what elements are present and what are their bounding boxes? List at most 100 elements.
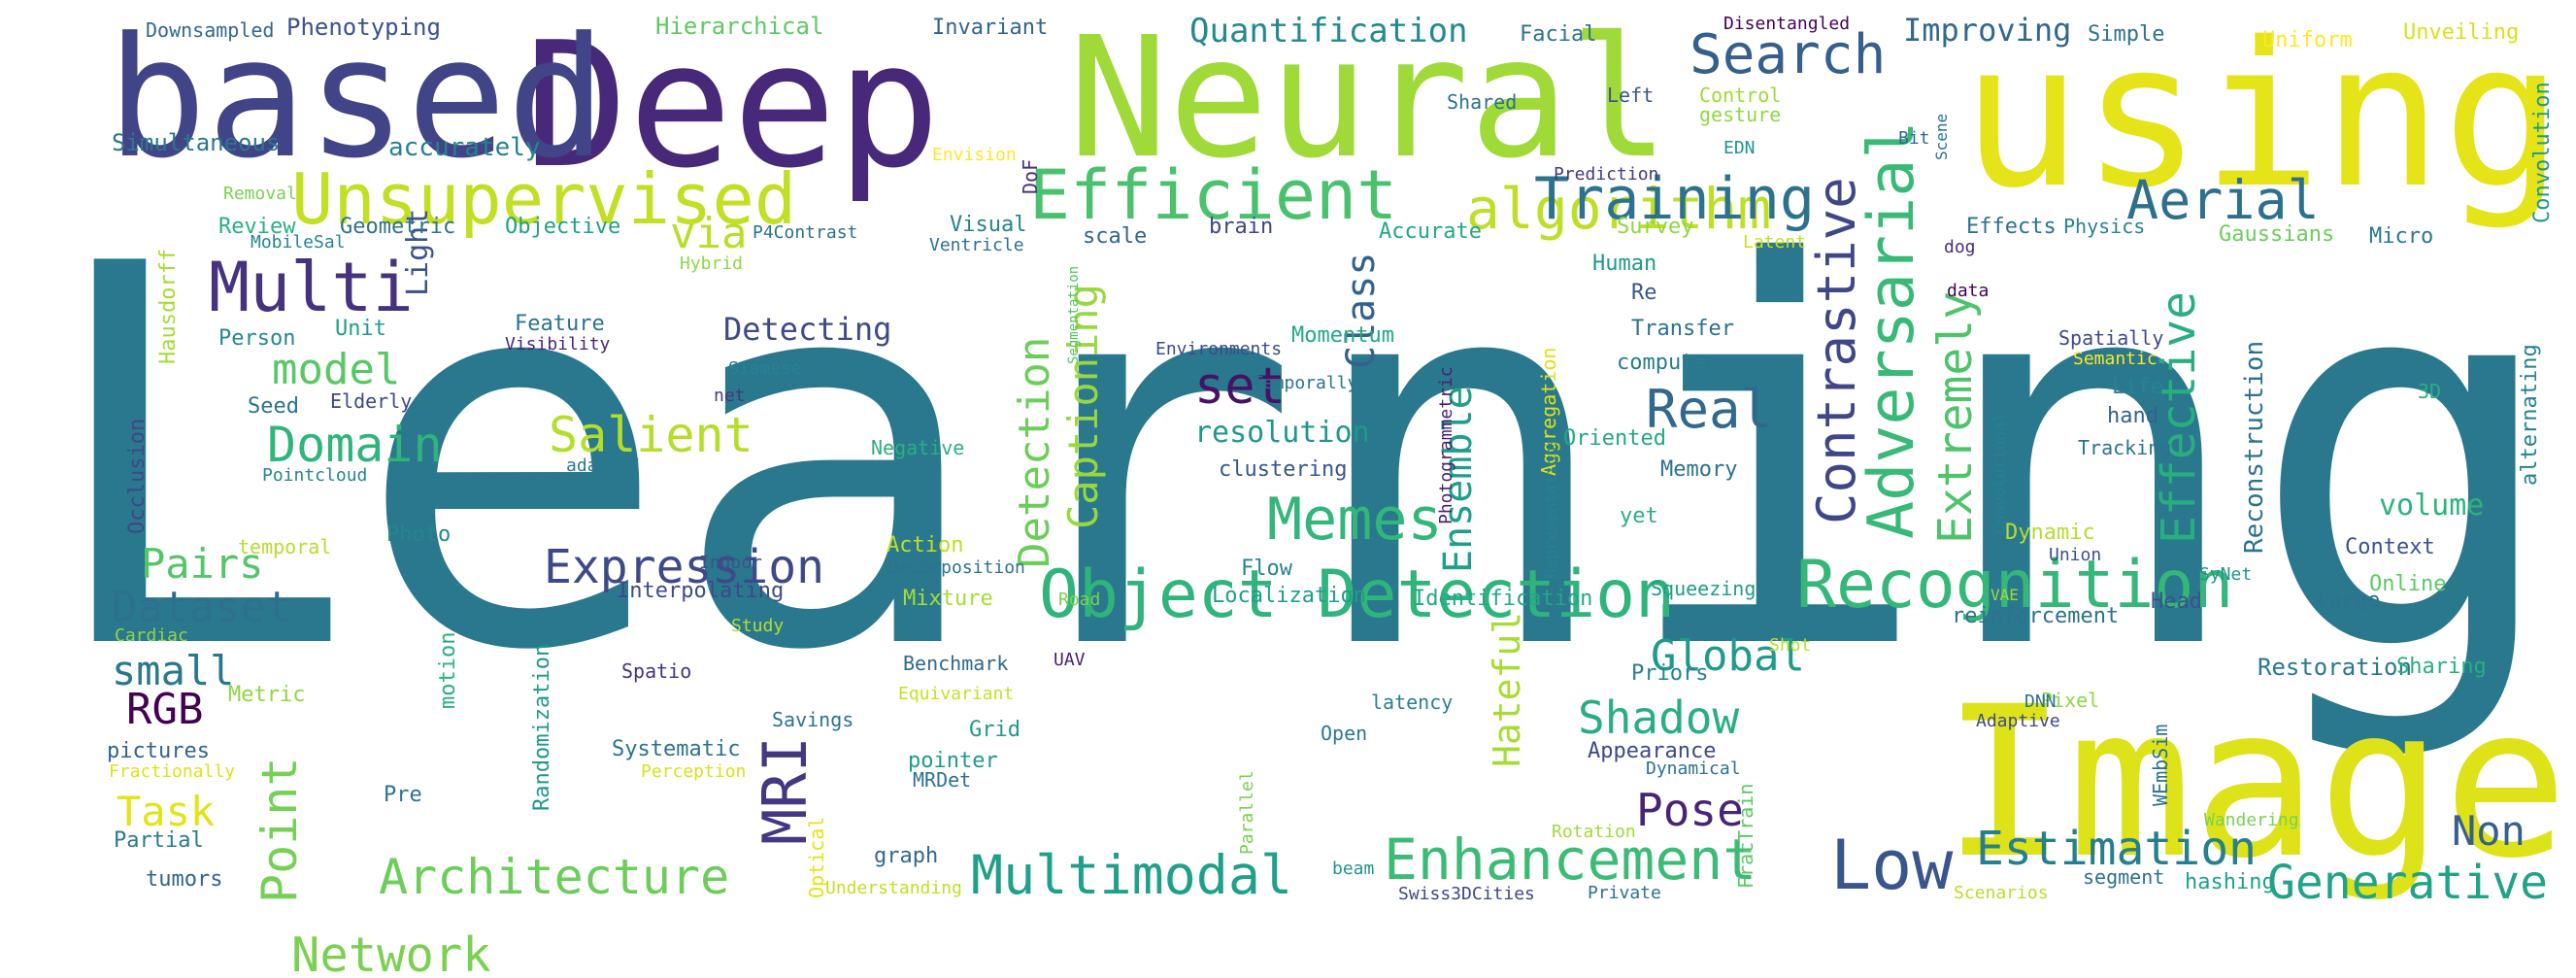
cloud-word: Class	[1339, 253, 1384, 369]
cloud-word: Optical	[805, 817, 828, 898]
cloud-word: MobileSal	[251, 232, 346, 253]
cloud-word: Task	[117, 788, 215, 835]
cloud-word: MRI	[750, 736, 820, 845]
cloud-word: Physics	[2063, 215, 2145, 238]
cloud-word: Objective	[505, 215, 620, 239]
cloud-word: Pre	[384, 783, 422, 807]
cloud-word: Equivariant	[898, 684, 1014, 704]
cloud-word: Simple	[2088, 22, 2164, 47]
cloud-word: Left	[1607, 84, 1654, 107]
cloud-word: gesture	[1699, 103, 1781, 126]
cloud-word: Dynamic	[2005, 521, 2095, 545]
cloud-word: alternating	[2518, 344, 2542, 486]
cloud-word: Mixture	[903, 587, 993, 611]
cloud-word: Review	[218, 215, 296, 239]
cloud-word: Reconstruction	[2240, 341, 2269, 554]
cloud-word: brain	[1209, 215, 1273, 239]
cloud-word: Contrastive	[1806, 177, 1867, 524]
cloud-word: Swiss3DCities	[1398, 884, 1535, 904]
cloud-word: Envision	[932, 145, 1017, 165]
cloud-word: Shadow	[1578, 691, 1739, 744]
cloud-word: dog	[1944, 237, 1976, 257]
cloud-word: Rotation	[1552, 822, 1636, 842]
cloud-word: Domain	[267, 417, 443, 473]
cloud-word: adapted	[566, 455, 640, 476]
cloud-word: Extremely	[1928, 291, 1983, 544]
cloud-word: DNN	[2024, 691, 2057, 712]
cloud-word: Re	[1631, 281, 1657, 305]
cloud-word: Improving	[1903, 12, 2071, 49]
cloud-word: Global	[1651, 631, 1805, 681]
cloud-word: Non	[2452, 807, 2526, 855]
cloud-word: Representations	[1542, 438, 1560, 579]
cloud-word: Learning	[39, 155, 2564, 765]
cloud-word: Interpolating	[617, 579, 784, 603]
cloud-word: Micro	[2369, 224, 2433, 249]
cloud-word: using	[1961, 0, 2563, 232]
cloud-word: Removal	[223, 184, 297, 204]
cloud-word: Hybrid	[680, 253, 743, 274]
cloud-word: Hausdorff	[156, 249, 181, 364]
cloud-word: Benchmark	[903, 652, 1008, 675]
cloud-word: Indoor	[699, 553, 762, 573]
cloud-word: model	[272, 345, 400, 394]
cloud-word: Downsampled	[146, 18, 274, 42]
cloud-word: Spatio	[621, 659, 691, 683]
cloud-word: Grid	[969, 718, 1020, 742]
cloud-word: Shared	[1447, 90, 1517, 114]
cloud-word: Generative	[2267, 856, 2548, 910]
cloud-word: yet	[1620, 504, 1658, 528]
cloud-word: Unit	[335, 317, 386, 341]
cloud-word: Squeezing	[1651, 577, 1756, 600]
cloud-word: Study	[731, 616, 784, 636]
cloud-word: Multimodal	[971, 844, 1292, 906]
cloud-word: Object Detection	[1039, 556, 1675, 633]
cloud-word: volume	[2379, 489, 2484, 523]
cloud-word: WEmbSim	[2149, 725, 2172, 806]
cloud-word: Pose	[1636, 784, 1744, 836]
cloud-word: Photogrammetric	[1436, 366, 1456, 524]
cloud-word: Dataset	[112, 583, 291, 632]
cloud-word: Bit	[1898, 128, 1930, 149]
cloud-word: Partial	[114, 828, 204, 853]
cloud-word: Convolution	[2530, 82, 2555, 223]
cloud-word: Systematic	[612, 737, 740, 761]
cloud-word: Understanding	[825, 878, 962, 898]
cloud-word: Expression	[544, 540, 824, 594]
cloud-word: Hierarchical	[655, 13, 823, 40]
cloud-word: RGB	[126, 685, 203, 734]
cloud-word: Person	[218, 326, 295, 351]
cloud-word: Flow	[1241, 556, 1293, 581]
cloud-word: Ensemble	[1436, 386, 1481, 573]
cloud-word: Estimation	[1976, 822, 2257, 876]
cloud-word: Memes	[1267, 486, 1443, 554]
cloud-word: Momentum	[1291, 323, 1394, 348]
cloud-word: Memory	[1660, 457, 1737, 482]
cloud-word: Perception	[641, 761, 746, 782]
cloud-word: P4Contrast	[753, 222, 857, 243]
cloud-word: Scene	[1932, 114, 1951, 160]
cloud-word: Geometric	[340, 215, 455, 239]
cloud-word: Segmentation	[1066, 266, 1082, 364]
cloud-word: Union	[2049, 545, 2101, 565]
cloud-word: Point	[251, 757, 308, 903]
cloud-word: Detection	[1010, 337, 1059, 568]
cloud-word: Neural	[1068, 2, 1670, 195]
cloud-word: Road	[1058, 590, 1100, 610]
cloud-word: Visual	[950, 213, 1026, 237]
cloud-word: Randomization	[530, 644, 554, 811]
cloud-word: Unveiling	[2403, 20, 2519, 45]
cloud-word: hashing	[2185, 870, 2275, 894]
cloud-word: Survey	[1617, 215, 1693, 239]
cloud-word: Recognition	[1796, 547, 2233, 624]
cloud-word: Environments	[1155, 339, 1282, 359]
cloud-word: pointer	[908, 749, 998, 773]
cloud-word: Quantification	[1189, 12, 1468, 51]
cloud-word: Siamese	[728, 358, 802, 379]
cloud-word: Wandering	[2204, 810, 2299, 830]
cloud-word: Life	[2112, 375, 2163, 399]
cloud-word: Convolutional	[1991, 413, 2009, 534]
cloud-word: Low	[1830, 826, 1954, 905]
cloud-word: Seed	[248, 394, 299, 419]
cloud-word: Deep	[524, 5, 941, 206]
